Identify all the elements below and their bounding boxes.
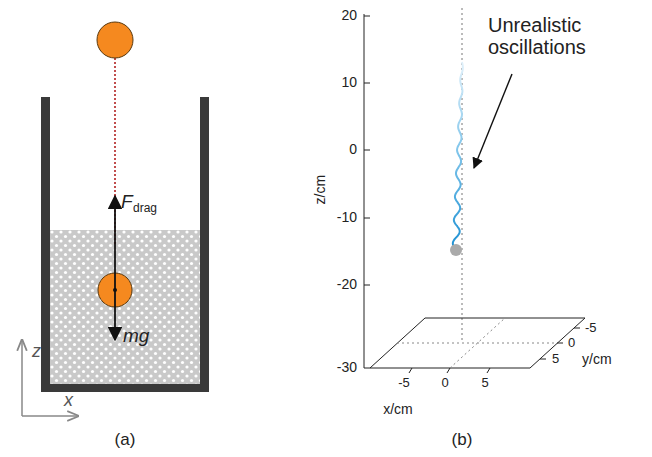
axis-title: x/cm — [383, 402, 413, 417]
tick-label: -10 — [337, 210, 357, 225]
granular-medium — [50, 230, 200, 384]
container-wall — [41, 97, 50, 392]
floor-plane — [370, 318, 585, 368]
floor-ticks — [409, 328, 580, 373]
trajectory — [453, 62, 463, 248]
tick-label: 10 — [341, 75, 357, 90]
tick-label: 0 — [349, 142, 357, 157]
force-label: mg — [123, 326, 149, 347]
container-wall — [200, 97, 209, 392]
tick-label: -30 — [337, 360, 357, 375]
panel-label: (b) — [452, 431, 473, 450]
x-axis — [22, 415, 78, 417]
z-ticks — [364, 16, 370, 368]
gravity-arrow — [114, 290, 116, 340]
force-label: F — [121, 192, 133, 213]
axis-title: z/cm — [313, 175, 328, 205]
tick-label: 20 — [341, 8, 357, 23]
tick-label: -5 — [398, 376, 410, 390]
callout-text: Unrealistic oscillations — [488, 14, 638, 58]
callout-arrow — [474, 74, 512, 168]
axis-title: y/cm — [582, 352, 612, 367]
tick-label: 0 — [441, 376, 448, 390]
tick-label: -5 — [585, 321, 597, 335]
end-ball — [450, 244, 462, 256]
center-line — [462, 8, 463, 343]
tick-label: -20 — [337, 277, 357, 292]
tick-label: 5 — [552, 352, 559, 366]
axis-label: z — [32, 342, 41, 362]
container — [41, 97, 209, 392]
tick-label: 0 — [568, 336, 575, 350]
axis-label: x — [64, 391, 73, 411]
tick-label: 5 — [481, 376, 488, 390]
ball-start — [97, 22, 133, 58]
drag-force-arrow — [114, 196, 116, 290]
z-axis-line — [364, 14, 365, 368]
subscript: drag — [133, 202, 157, 215]
z-axis — [21, 340, 23, 416]
panel-label: (a) — [115, 431, 136, 450]
floor-grid — [397, 318, 557, 368]
